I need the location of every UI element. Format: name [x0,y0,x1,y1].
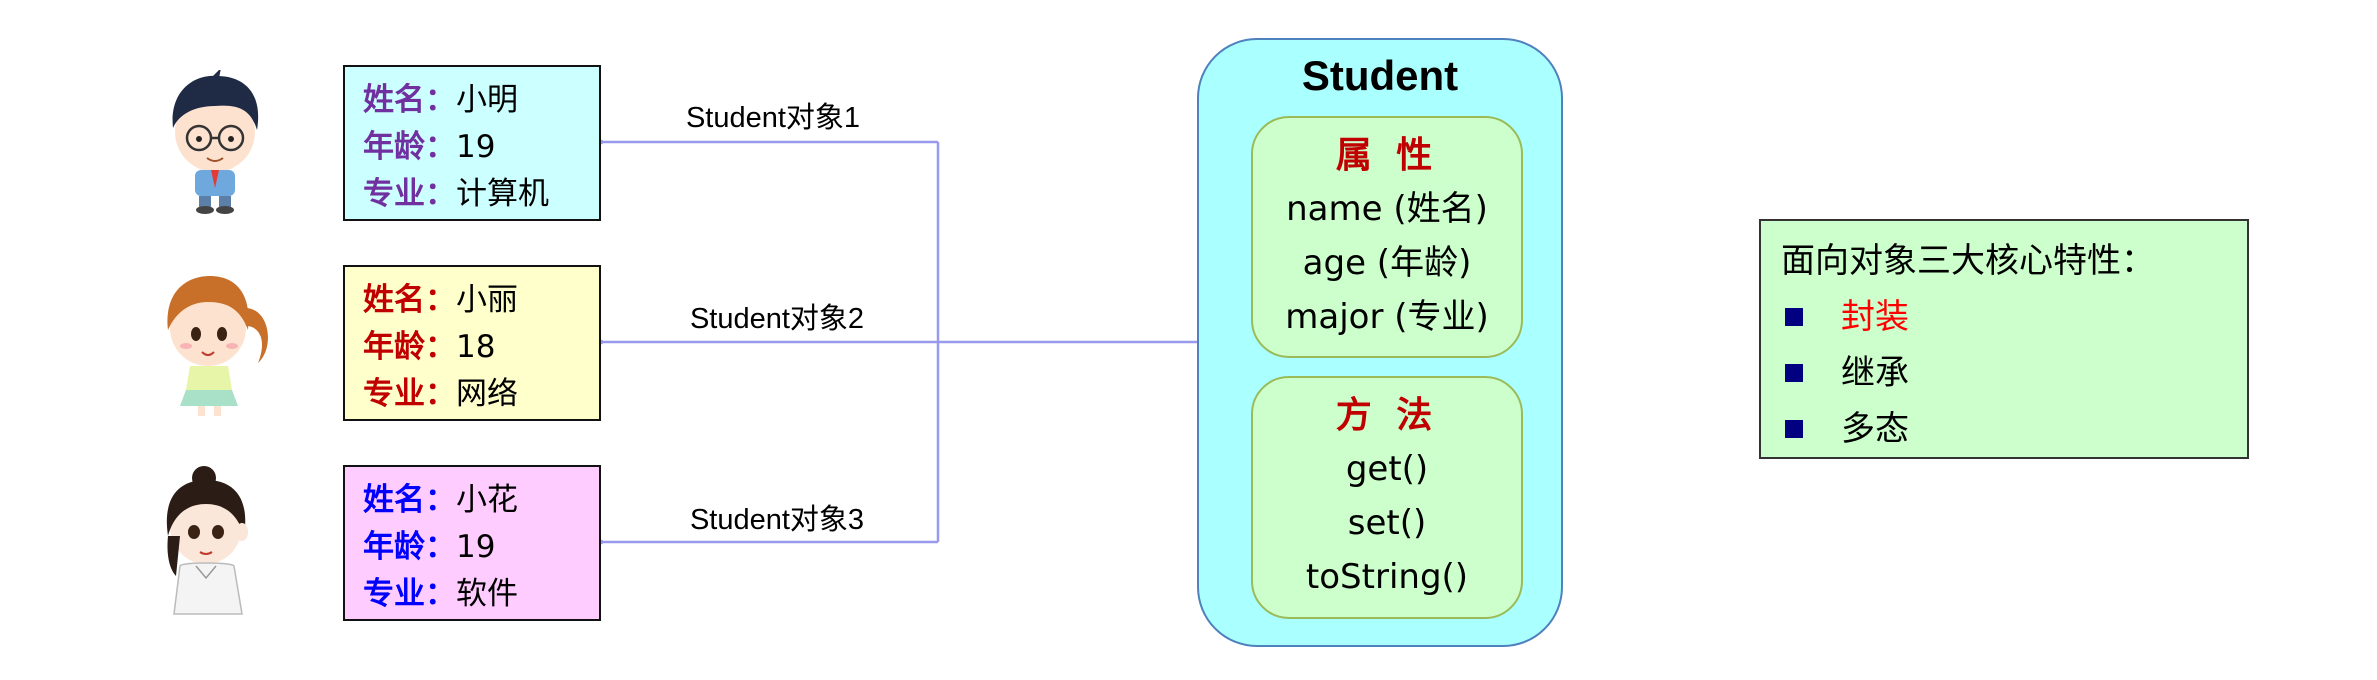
girl-bun-avatar-icon [166,466,248,615]
feature-item-inheritance: 继承 [1781,345,2247,401]
girl-ponytail-avatar-icon [167,276,268,416]
field-value: 小花 [456,482,518,518]
name-row: 姓名：小花 [363,477,599,524]
class-title: Student [1301,52,1459,99]
age-row: 年龄：19 [363,124,599,171]
field-label: 姓名： [363,82,456,118]
age-row: 年龄：19 [363,524,599,571]
method-item: get() [1345,449,1429,489]
edge-label-object-3: Student对象3 [689,504,865,536]
field-label: 专业： [363,176,456,212]
field-value: 网络 [456,376,518,412]
field-value: 19 [456,529,496,565]
field-value: 小丽 [456,282,518,318]
name-row: 姓名：小丽 [363,277,599,324]
major-row: 专业：软件 [363,571,599,618]
student-class-box: Student 属 性 name (姓名) age (年龄) major (专业… [1197,38,1563,647]
field-label: 年龄： [363,129,456,165]
student-object-card-3: 姓名：小花 年龄：19 专业：软件 [343,465,601,621]
attribute-item: major (专业) [1285,297,1489,337]
feature-text: 继承 [1841,353,1909,393]
field-label: 专业： [363,576,456,612]
field-value: 小明 [456,82,518,118]
method-item: toString() [1305,557,1469,597]
field-label: 姓名： [363,282,456,318]
boy-avatar-icon [172,70,259,214]
methods-section: 方 法 get() set() toString() [1251,376,1523,619]
field-label: 专业： [363,376,456,412]
field-label: 年龄： [363,529,456,565]
feature-text: 封装 [1841,297,1909,337]
field-label: 姓名： [363,482,456,518]
features-title: 面向对象三大核心特性： [1781,241,2155,281]
feature-item-polymorphism: 多态 [1781,401,2247,457]
major-row: 专业：计算机 [363,171,599,218]
feature-text: 多态 [1841,409,1909,449]
method-item: set() [1347,503,1427,543]
square-bullet-icon [1785,420,1803,438]
square-bullet-icon [1785,308,1803,326]
attributes-title: 属 性 [1335,135,1439,176]
student-object-card-2: 姓名：小丽 年龄：18 专业：网络 [343,265,601,421]
field-value: 18 [456,329,496,365]
field-label: 年龄： [363,329,456,365]
attribute-item: age (年龄) [1302,243,1472,283]
edge-label-object-2: Student对象2 [689,303,865,335]
field-value: 19 [456,129,496,165]
name-row: 姓名：小明 [363,77,599,124]
field-value: 计算机 [456,176,549,212]
square-bullet-icon [1785,364,1803,382]
attributes-section: 属 性 name (姓名) age (年龄) major (专业) [1251,116,1523,358]
major-row: 专业：网络 [363,371,599,418]
edge-label-object-1: Student对象1 [685,102,861,134]
methods-title: 方 法 [1335,395,1439,436]
age-row: 年龄：18 [363,324,599,371]
feature-item-encapsulation: 封装 [1781,289,2247,345]
field-value: 软件 [456,576,518,612]
oop-features-box: 面向对象三大核心特性： 封装 继承 多态 [1759,219,2249,459]
student-object-card-1: 姓名：小明 年龄：19 专业：计算机 [343,65,601,221]
attribute-item: name (姓名) [1286,189,1488,229]
